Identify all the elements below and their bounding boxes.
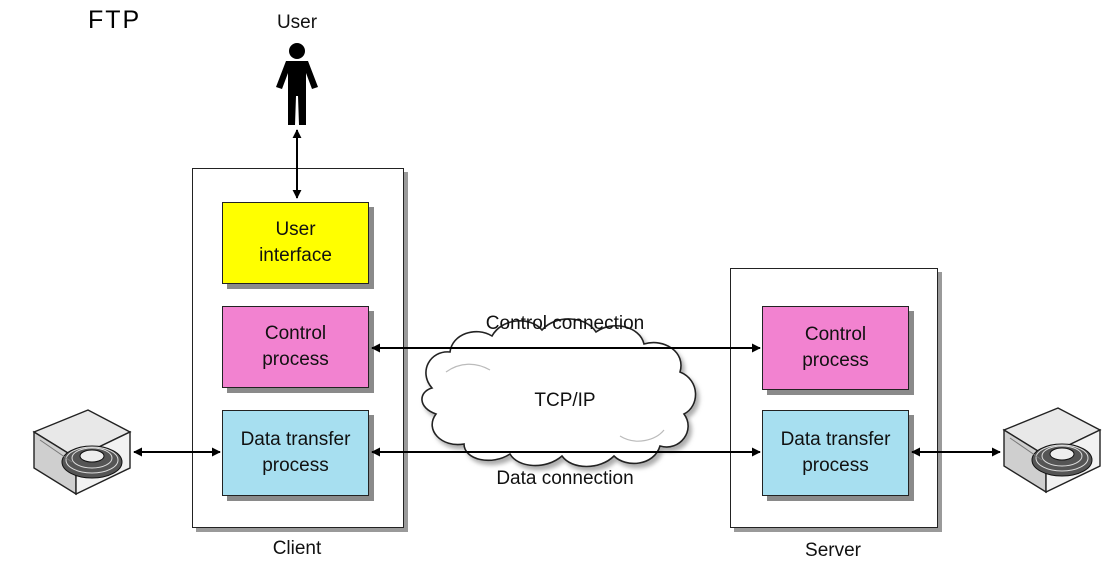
disk-drive-icon xyxy=(1002,407,1102,494)
client-data-transfer-process: Data transfer process xyxy=(222,410,369,496)
data-connection-label: Data connection xyxy=(496,468,634,489)
client-label: Client xyxy=(272,538,322,559)
person-icon xyxy=(276,43,318,125)
diagram-title: FTP xyxy=(88,6,142,34)
server-control-process: Control process xyxy=(762,306,909,390)
user-label: User xyxy=(276,12,318,33)
disk-drive-icon xyxy=(32,409,132,496)
server-label: Server xyxy=(805,540,861,561)
tcpip-label: TCP/IP xyxy=(534,390,596,411)
server-data-transfer-process: Data transfer process xyxy=(762,410,909,496)
client-user-interface: User interface xyxy=(222,202,369,284)
tcpip-cloud xyxy=(421,318,697,468)
client-control-process: Control process xyxy=(222,306,369,388)
control-connection-label: Control connection xyxy=(485,313,645,334)
